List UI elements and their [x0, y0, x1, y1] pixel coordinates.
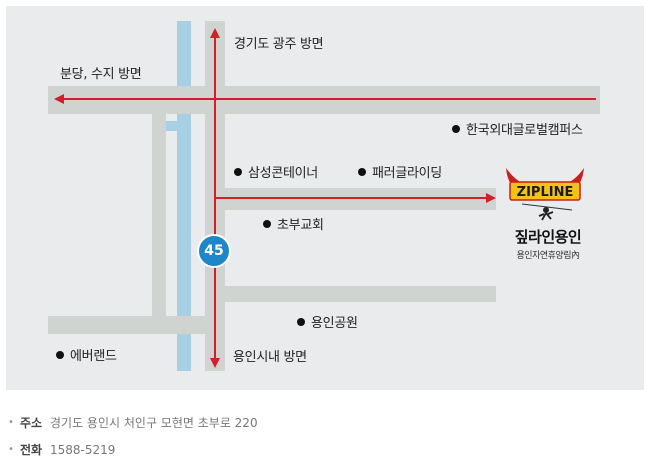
- road-north-south-west: [152, 114, 166, 316]
- poi-yongin-park: 용인공원: [297, 312, 358, 331]
- poi-samsung: 삼성콘테이너: [234, 162, 318, 181]
- logo-text: ZIPLINE: [517, 185, 574, 200]
- poi-chobu-church: 초부교회: [263, 214, 324, 233]
- poi-marker-icon: [56, 350, 64, 359]
- direction-north-label: 경기도 광주 방면: [234, 37, 324, 52]
- location-map: 경기도 광주 방면 분당, 수지 방면 용인시내 방면 한국외대글로벌캠퍼스 삼…: [6, 6, 644, 390]
- phone-row: • 전화 1588-5219: [8, 441, 115, 458]
- bullet-icon: •: [8, 417, 14, 428]
- poi-everland: 에버랜드: [56, 345, 117, 364]
- road-east-west-south: [218, 286, 496, 302]
- poi-marker-icon: [234, 167, 242, 176]
- poi-marker-icon: [297, 317, 305, 326]
- route-arrows: [54, 28, 596, 368]
- phone-label: 전화: [20, 443, 43, 457]
- road-east-west-lower: [48, 316, 218, 334]
- zipline-logo-icon: ZIPLINE: [506, 168, 584, 221]
- address-row: • 주소 경기도 용인시 처인구 모현면 초부로 220: [8, 414, 258, 431]
- direction-west-label: 분당, 수지 방면: [60, 67, 142, 82]
- destination-name: 짚라인용인: [514, 228, 582, 246]
- bullet-icon: •: [8, 444, 14, 455]
- direction-south-label: 용인시내 방면: [233, 350, 307, 365]
- destination-subtitle: 용인자연휴양림內: [516, 251, 580, 261]
- poi-paragliding: 패러글라이딩: [358, 162, 442, 181]
- phone-value: 1588-5219: [50, 442, 116, 457]
- route-45-shield-icon: 45: [197, 234, 231, 268]
- poi-marker-icon: [358, 167, 366, 176]
- address-label: 주소: [20, 416, 43, 430]
- address-value: 경기도 용인시 처인구 모현면 초부로 220: [50, 416, 258, 430]
- river-branch: [166, 121, 191, 131]
- poi-marker-icon: [263, 219, 271, 228]
- poi-marker-icon: [452, 124, 460, 133]
- poi-hufs: 한국외대글로벌캠퍼스: [452, 119, 583, 138]
